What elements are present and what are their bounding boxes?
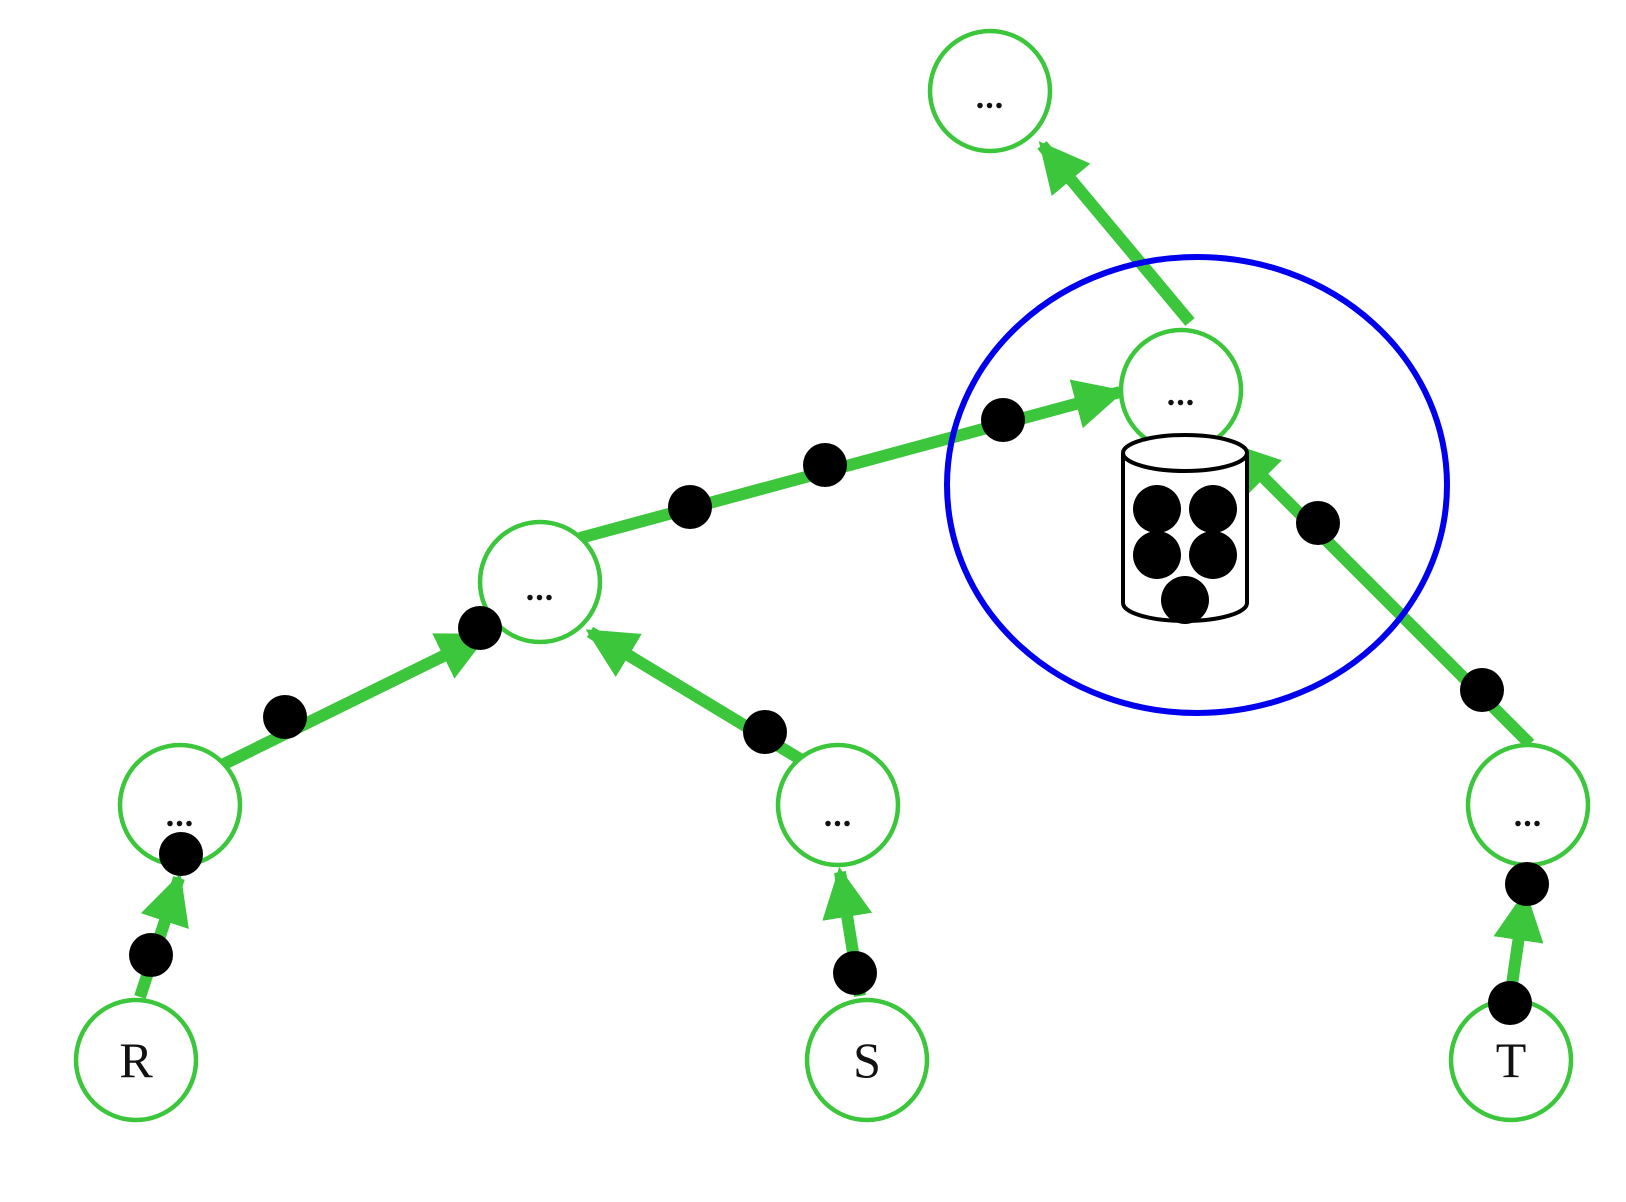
token bbox=[1460, 668, 1504, 712]
edge-tokens bbox=[129, 398, 1549, 1025]
database-cylinder-icon bbox=[1121, 433, 1249, 624]
token bbox=[981, 398, 1025, 442]
edge-t-to-right bbox=[1493, 890, 1544, 999]
node-s-label: S bbox=[853, 1032, 881, 1088]
token bbox=[668, 485, 712, 529]
token bbox=[263, 695, 307, 739]
token bbox=[1161, 576, 1209, 624]
node-top: ... bbox=[927, 28, 1053, 154]
token bbox=[1133, 485, 1181, 533]
token bbox=[1296, 501, 1340, 545]
token bbox=[1189, 531, 1237, 579]
token bbox=[1505, 862, 1549, 906]
node-mid-label: ... bbox=[526, 571, 555, 608]
edge-hub-to-top bbox=[1037, 141, 1195, 326]
node-center: ... bbox=[775, 742, 901, 868]
node-left: ... bbox=[117, 742, 243, 868]
token bbox=[1488, 981, 1532, 1025]
token bbox=[129, 933, 173, 977]
node-right-label: ... bbox=[1514, 797, 1543, 834]
token bbox=[833, 951, 877, 995]
node-mid: ... bbox=[477, 519, 603, 645]
token bbox=[458, 606, 502, 650]
node-s: S bbox=[804, 997, 930, 1123]
node-right: ... bbox=[1465, 742, 1591, 868]
token bbox=[1189, 485, 1237, 533]
edge-mid-to-hub bbox=[578, 379, 1125, 544]
edge-left-to-mid bbox=[219, 630, 489, 771]
node-t-label: T bbox=[1496, 1032, 1527, 1088]
node-hub: ... bbox=[1118, 327, 1244, 453]
node-top-label: ... bbox=[976, 79, 1005, 116]
edges bbox=[134, 141, 1544, 999]
node-hub-label: ... bbox=[1167, 376, 1196, 413]
token bbox=[1133, 531, 1181, 579]
node-r-label: R bbox=[119, 1032, 153, 1088]
node-r: R bbox=[73, 997, 199, 1123]
node-left-label: ... bbox=[166, 797, 195, 834]
token bbox=[803, 443, 847, 487]
nodes: ... ... ... ... ... ... R S bbox=[73, 28, 1591, 1123]
token bbox=[159, 832, 203, 876]
token bbox=[743, 710, 787, 754]
node-center-label: ... bbox=[824, 797, 853, 834]
highlight-ellipse bbox=[944, 254, 1450, 716]
